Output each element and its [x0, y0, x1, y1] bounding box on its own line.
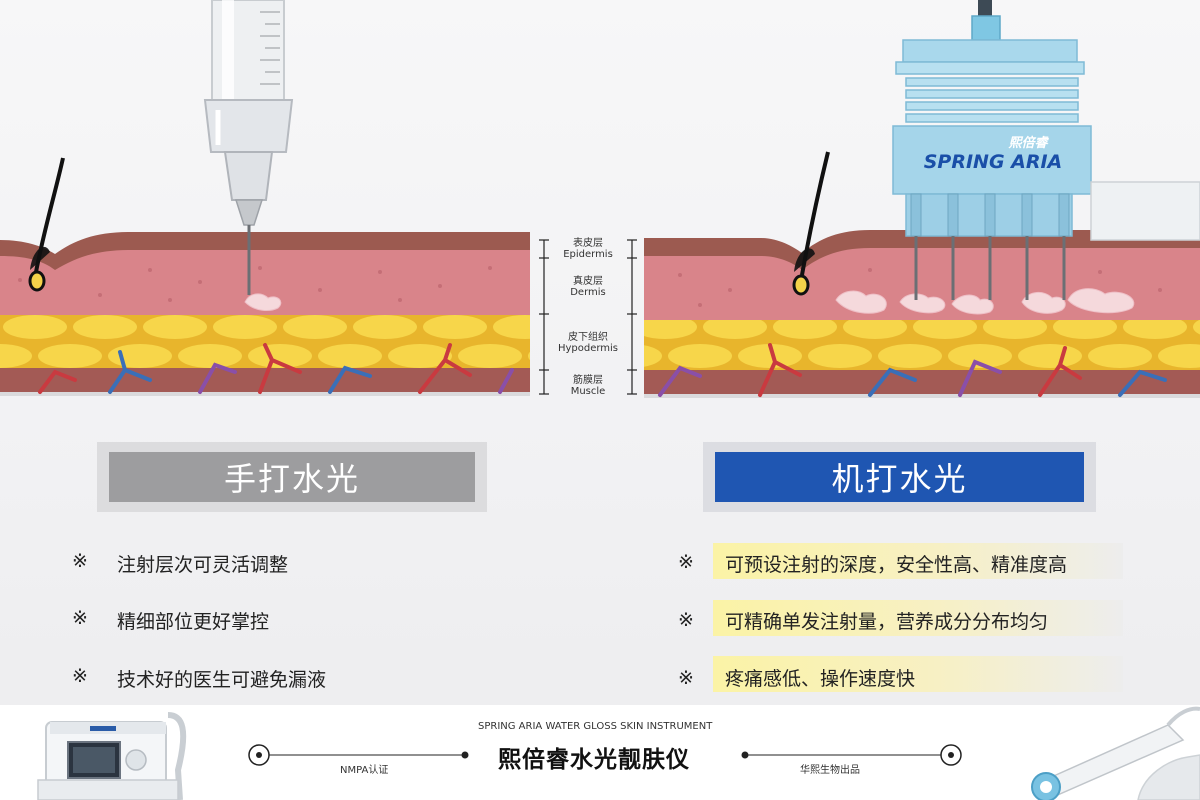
footer-decoration [248, 744, 962, 766]
list-item: 可预设注射的深度，安全性高、精准度高 [725, 554, 1068, 576]
device-logo: 熙倍睿 SPRING ARIA [900, 132, 1086, 173]
layer-brackets [539, 239, 637, 395]
bullet-mark: ※ [72, 550, 88, 572]
footer-left-note: NMPA认证 [340, 765, 389, 776]
footer-right-note: 华熙生物出品 [800, 765, 860, 776]
highlight-bar [713, 656, 1123, 692]
list-item: 精细部位更好掌控 [117, 611, 270, 633]
hair-follicle-right [792, 151, 830, 296]
heading-machine-label: 机打水光 [715, 452, 1084, 502]
bullet-mark: ※ [72, 665, 88, 687]
bullet-mark: ※ [678, 551, 694, 573]
skin-diagram [0, 0, 1200, 398]
device-head [892, 0, 1200, 300]
bullet-mark: ※ [72, 607, 88, 629]
bullet-mark: ※ [678, 667, 694, 689]
heading-machine: 机打水光 [703, 442, 1096, 512]
highlight-bar [713, 600, 1123, 636]
list-item: 疼痛感低、操作速度快 [725, 668, 916, 690]
skin-block-right [644, 230, 1200, 398]
skin-block-left [0, 232, 530, 396]
heading-manual-label: 手打水光 [109, 452, 475, 502]
device-logo-en: SPRING ARIA [923, 151, 1063, 173]
list-item: 技术好的医生可避免漏液 [117, 669, 327, 691]
highlight-bar [713, 543, 1123, 579]
footer-title: 熙倍睿水光靓肤仪 [498, 747, 690, 773]
footer: SPRING ARIA WATER GLOSS SKIN INSTRUMENT … [0, 705, 1200, 800]
hair-follicle-left [28, 157, 65, 292]
list-item: 可精确单发注射量，营养成分分布均匀 [725, 611, 1049, 633]
product-handpiece-image [1031, 706, 1200, 800]
product-console-image [37, 712, 187, 800]
bullet-mark: ※ [678, 609, 694, 631]
syringe [203, 0, 294, 295]
footer-subtitle: SPRING ARIA WATER GLOSS SKIN INSTRUMENT [478, 721, 713, 732]
list-item: 注射层次可灵活调整 [117, 554, 289, 576]
heading-manual: 手打水光 [97, 442, 487, 512]
device-logo-zh: 熙倍睿 [1008, 136, 1048, 151]
